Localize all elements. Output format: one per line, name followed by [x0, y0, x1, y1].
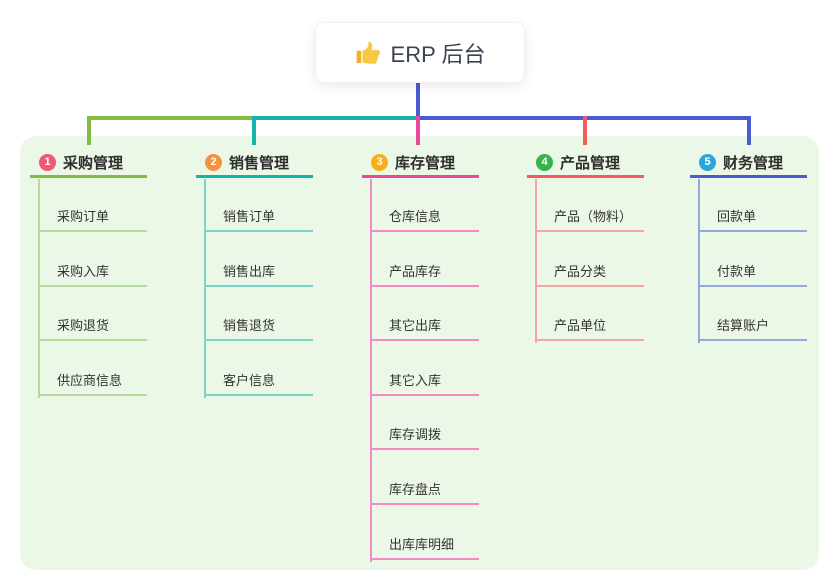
branch-title-product[interactable]: 4 产品管理: [527, 149, 644, 178]
connector-drop-inventory: [416, 116, 420, 145]
branch-inventory: 3 库存管理 仓库信息 产品库存 其它出库 其它入库 库存调拨 库存盘点 出库库…: [362, 0, 479, 588]
connector-root-drop: [416, 82, 420, 118]
branch-purchase: 1 采购管理 采购订单 采购入库 采购退货 供应商信息: [30, 0, 147, 588]
root-node[interactable]: ERP 后台: [315, 22, 525, 83]
branch-finance: 5 财务管理 回款单 付款单 结算账户: [690, 0, 807, 588]
connector-harness-sales: [253, 116, 417, 120]
root-label: ERP 后台: [390, 41, 486, 67]
branch-title-label: 销售管理: [229, 154, 290, 172]
child-node[interactable]: 采购订单: [38, 204, 147, 232]
branch-title-label: 采购管理: [63, 154, 124, 172]
child-node[interactable]: 其它出库: [370, 313, 479, 341]
connector-drop-product: [583, 116, 587, 145]
branches-panel: [20, 136, 819, 570]
connector-harness-purchase: [87, 116, 253, 120]
branch-title-label: 财务管理: [723, 154, 784, 172]
branch-rail: [698, 179, 700, 343]
connector-drop-sales: [252, 116, 256, 145]
child-node[interactable]: 产品（物料）: [535, 204, 644, 232]
child-node[interactable]: 销售出库: [204, 259, 313, 287]
branch-badge: 2: [205, 153, 222, 171]
child-node[interactable]: 其它入库: [370, 368, 479, 396]
child-node[interactable]: 结算账户: [698, 313, 807, 341]
branch-rail: [38, 179, 40, 398]
branch-badge: 5: [699, 153, 716, 171]
branch-title-inventory[interactable]: 3 库存管理: [362, 149, 479, 178]
branch-sales: 2 销售管理 销售订单 销售出库 销售退货 客户信息: [196, 0, 313, 588]
child-node[interactable]: 产品库存: [370, 259, 479, 287]
child-node[interactable]: 仓库信息: [370, 204, 479, 232]
branch-title-label: 库存管理: [395, 154, 456, 172]
child-node[interactable]: 销售订单: [204, 204, 313, 232]
branch-title-purchase[interactable]: 1 采购管理: [30, 149, 147, 178]
connector-drop-purchase: [87, 116, 91, 145]
child-node[interactable]: 采购退货: [38, 313, 147, 341]
connector-drop-finance: [747, 116, 751, 145]
child-node[interactable]: 回款单: [698, 204, 807, 232]
branch-badge: 1: [39, 153, 56, 171]
child-node[interactable]: 采购入库: [38, 259, 147, 287]
child-node[interactable]: 付款单: [698, 259, 807, 287]
branch-rail: [535, 179, 537, 343]
branch-product: 4 产品管理 产品（物料） 产品分类 产品单位: [527, 0, 644, 588]
child-node[interactable]: 销售退货: [204, 313, 313, 341]
branch-badge: 3: [371, 153, 388, 171]
branch-rail: [204, 179, 206, 398]
child-node[interactable]: 供应商信息: [38, 368, 147, 396]
child-node[interactable]: 产品单位: [535, 313, 644, 341]
child-node[interactable]: 库存调拨: [370, 422, 479, 450]
child-node[interactable]: 产品分类: [535, 259, 644, 287]
child-node[interactable]: 库存盘点: [370, 477, 479, 505]
child-node[interactable]: 出库库明细: [370, 532, 479, 560]
branch-badge: 4: [536, 153, 553, 171]
branch-title-sales[interactable]: 2 销售管理: [196, 149, 313, 178]
branch-title-label: 产品管理: [560, 154, 621, 172]
branch-rail: [370, 179, 372, 562]
branch-title-finance[interactable]: 5 财务管理: [690, 149, 807, 178]
thumbs-up-icon: [355, 40, 381, 66]
child-node[interactable]: 客户信息: [204, 368, 313, 396]
